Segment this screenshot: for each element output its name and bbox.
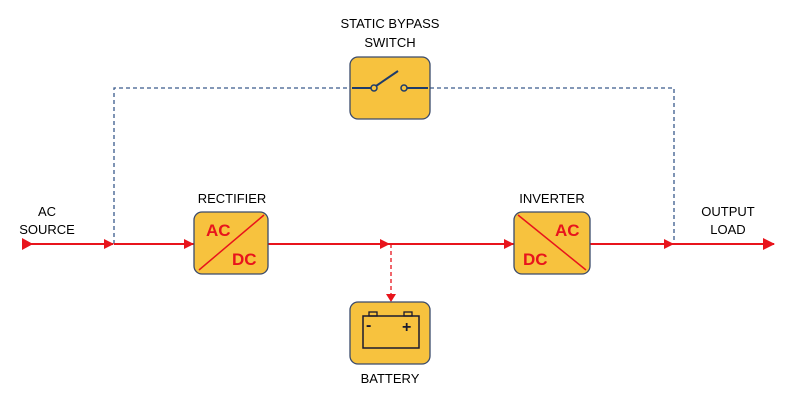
battery-plus: +	[402, 319, 411, 336]
inverter-label: INVERTER	[519, 191, 585, 206]
output-load-label-line2: LOAD	[710, 222, 745, 237]
ac-source-label-line2: SOURCE	[19, 222, 75, 237]
arrow-head	[104, 239, 114, 249]
load-arrow-head	[763, 238, 775, 250]
static-bypass-switch	[349, 56, 431, 120]
rectifier-ac-text: AC	[206, 221, 231, 240]
source-arrow-head	[22, 238, 33, 250]
rectifier-dc-text: DC	[232, 250, 257, 269]
inverter-dc-text: DC	[523, 250, 548, 269]
battery-icon	[362, 315, 420, 349]
battery-label: BATTERY	[361, 371, 420, 386]
arrow-head	[664, 239, 674, 249]
static-bypass-label-line1: STATIC BYPASS	[341, 16, 440, 31]
bypass-path	[113, 87, 350, 244]
arrow-head	[504, 239, 514, 249]
rectifier-label: RECTIFIER	[198, 191, 267, 206]
ac-source-label-line1: AC	[38, 204, 56, 219]
arrow-head	[380, 239, 390, 249]
output-load-label-line1: OUTPUT	[701, 204, 755, 219]
battery-minus: -	[366, 317, 371, 334]
inverter-ac-text: AC	[555, 221, 580, 240]
arrow-head	[386, 294, 396, 302]
arrow-head	[184, 239, 194, 249]
inverter-box: AC DC	[513, 211, 591, 275]
rectifier-box: AC DC	[193, 211, 269, 275]
battery-box: - +	[349, 301, 431, 365]
static-bypass-label-line2: SWITCH	[364, 35, 415, 50]
